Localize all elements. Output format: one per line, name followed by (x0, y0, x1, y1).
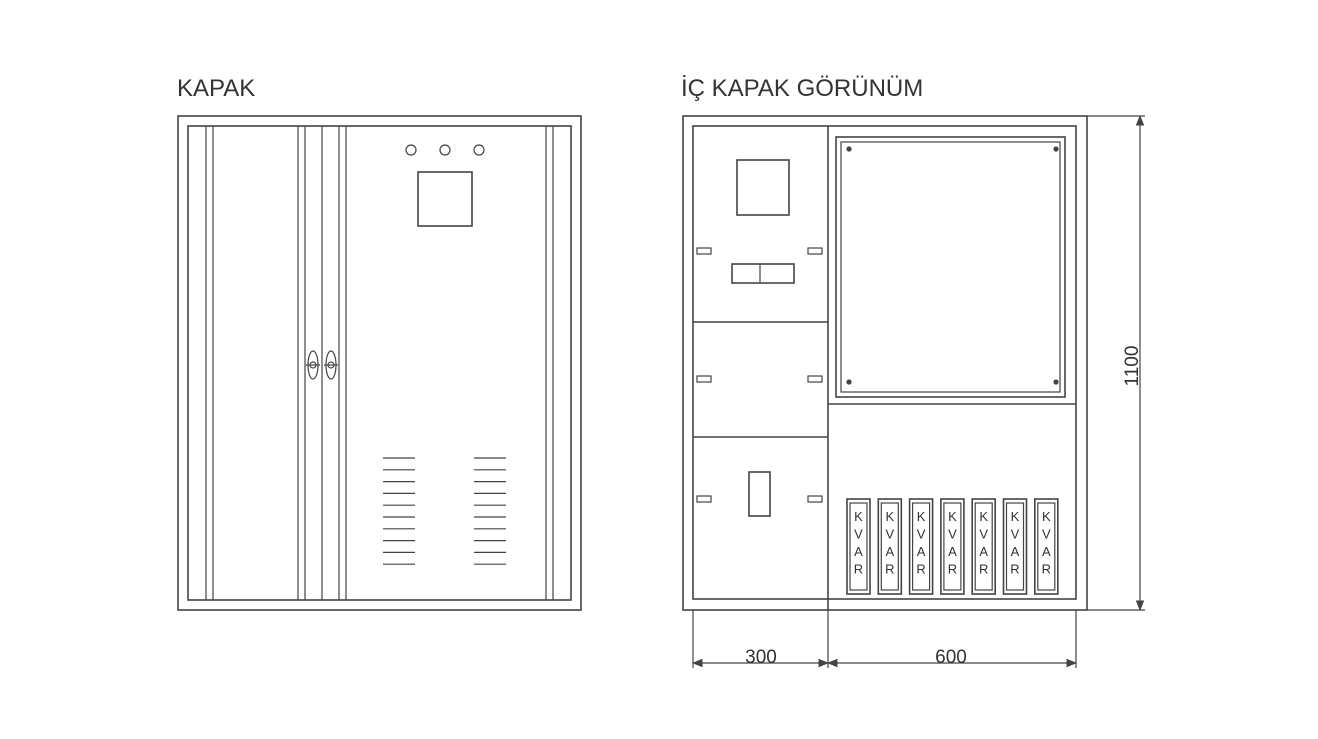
kvar-letter: K (854, 509, 863, 524)
mounting-plate (835, 136, 1066, 398)
door-handle-left (306, 350, 320, 380)
mounting-screw (846, 146, 852, 152)
indicator-lamp (439, 144, 451, 156)
kvar-letter: V (917, 527, 926, 542)
panel-clip (807, 247, 823, 255)
kvar-letter: A (948, 544, 957, 559)
kvar-letter: R (854, 562, 863, 577)
breaker-slot (731, 263, 795, 284)
right-view-title: İÇ KAPAK GÖRÜNÜM (681, 75, 923, 102)
left-view-title: KAPAK (177, 75, 255, 102)
panel-clip (807, 495, 823, 503)
meter-cutout (736, 159, 790, 216)
indicator-lamp (473, 144, 485, 156)
kvar-letter: A (885, 544, 894, 559)
kvar-letter: R (885, 562, 894, 577)
kvar-letter: V (948, 527, 957, 542)
switch-cutout (748, 471, 771, 517)
kvar-letter: V (1011, 527, 1020, 542)
dimension-lines (691, 114, 1145, 668)
panel-clip (696, 495, 712, 503)
indicator-lamp (405, 144, 417, 156)
width-dimension-right: 600 (935, 647, 967, 668)
kvar-letter: R (916, 562, 925, 577)
panel-clip (696, 247, 712, 255)
kvar-letter: A (1042, 544, 1051, 559)
kvar-letter: A (979, 544, 988, 559)
mounting-screw (1053, 379, 1059, 385)
kvar-letter: V (1042, 527, 1051, 542)
panel-clips (696, 247, 823, 503)
door-handle-right (324, 350, 338, 380)
mounting-screw (1053, 146, 1059, 152)
kvar-letter: A (854, 544, 863, 559)
panel-clip (807, 375, 823, 383)
indicator-lamp-group (405, 144, 485, 156)
inner-cover-view (682, 115, 1088, 611)
kvar-letter: K (979, 509, 988, 524)
kvar-letter: K (885, 509, 894, 524)
width-dimension-left: 300 (745, 647, 777, 668)
height-dimension: 1100 (1122, 346, 1143, 387)
kvar-letter: R (1010, 562, 1019, 577)
ventilation-louvers (383, 457, 506, 565)
kvar-letter: K (948, 509, 957, 524)
panel-clip (696, 375, 712, 383)
door-front-view (177, 115, 582, 611)
kvar-letter: R (1042, 562, 1051, 577)
meter-window (417, 171, 473, 227)
kvar-letter: A (917, 544, 926, 559)
kvar-letter: K (1042, 509, 1051, 524)
kvar-letter: K (1011, 509, 1020, 524)
kvar-letter: V (854, 527, 863, 542)
kvar-letter: R (979, 562, 988, 577)
kvar-letter: V (885, 527, 894, 542)
kvar-letter: R (948, 562, 957, 577)
kvar-letter: V (979, 527, 988, 542)
mounting-screw (846, 379, 852, 385)
kvar-letter: K (917, 509, 926, 524)
kvar-letter: A (1011, 544, 1020, 559)
